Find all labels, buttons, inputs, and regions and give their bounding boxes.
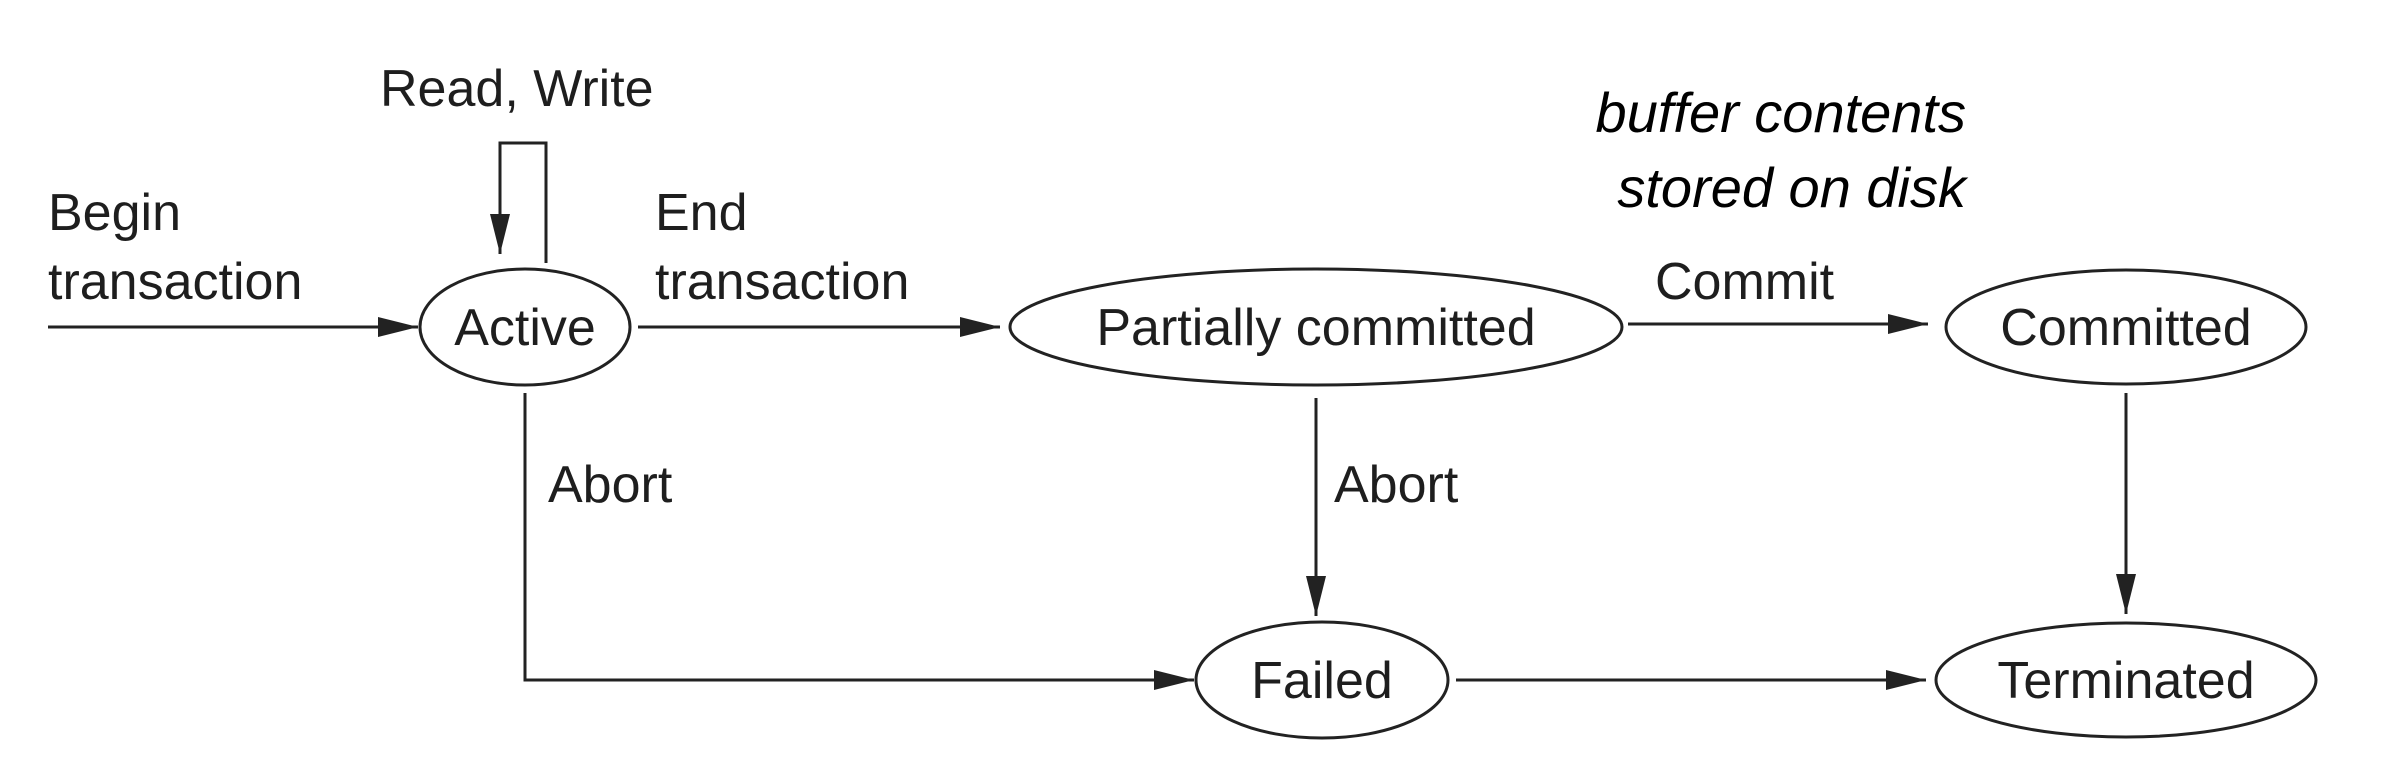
begin-label-line1: Begin xyxy=(48,184,181,242)
commit-label: Commit xyxy=(1655,253,1835,311)
active-abort-label: Abort xyxy=(548,456,673,514)
node-active: Active xyxy=(418,267,632,387)
node-partially-committed-label: Partially committed xyxy=(1096,299,1535,357)
active-abort-arrow xyxy=(523,393,1194,690)
node-committed-label: Committed xyxy=(2000,299,2251,357)
node-active-label: Active xyxy=(454,299,596,357)
begin-label-line2: transaction xyxy=(48,253,302,311)
node-committed: Committed xyxy=(1944,268,2308,386)
partial-abort-label: Abort xyxy=(1334,456,1459,514)
note-line2: stored on disk xyxy=(1617,156,1969,219)
read-write-label: Read, Write xyxy=(380,60,654,118)
node-terminated: Terminated xyxy=(1934,621,2318,739)
end-label-line1: End xyxy=(655,184,748,242)
read-write-loop-arrow xyxy=(490,141,548,263)
node-terminated-label: Terminated xyxy=(1997,652,2254,710)
node-partially-committed: Partially committed xyxy=(1008,267,1624,387)
note-line1: buffer contents xyxy=(1596,81,1966,144)
end-label-line2: transaction xyxy=(655,253,909,311)
node-failed-label: Failed xyxy=(1251,652,1393,710)
node-failed: Failed xyxy=(1194,620,1450,740)
